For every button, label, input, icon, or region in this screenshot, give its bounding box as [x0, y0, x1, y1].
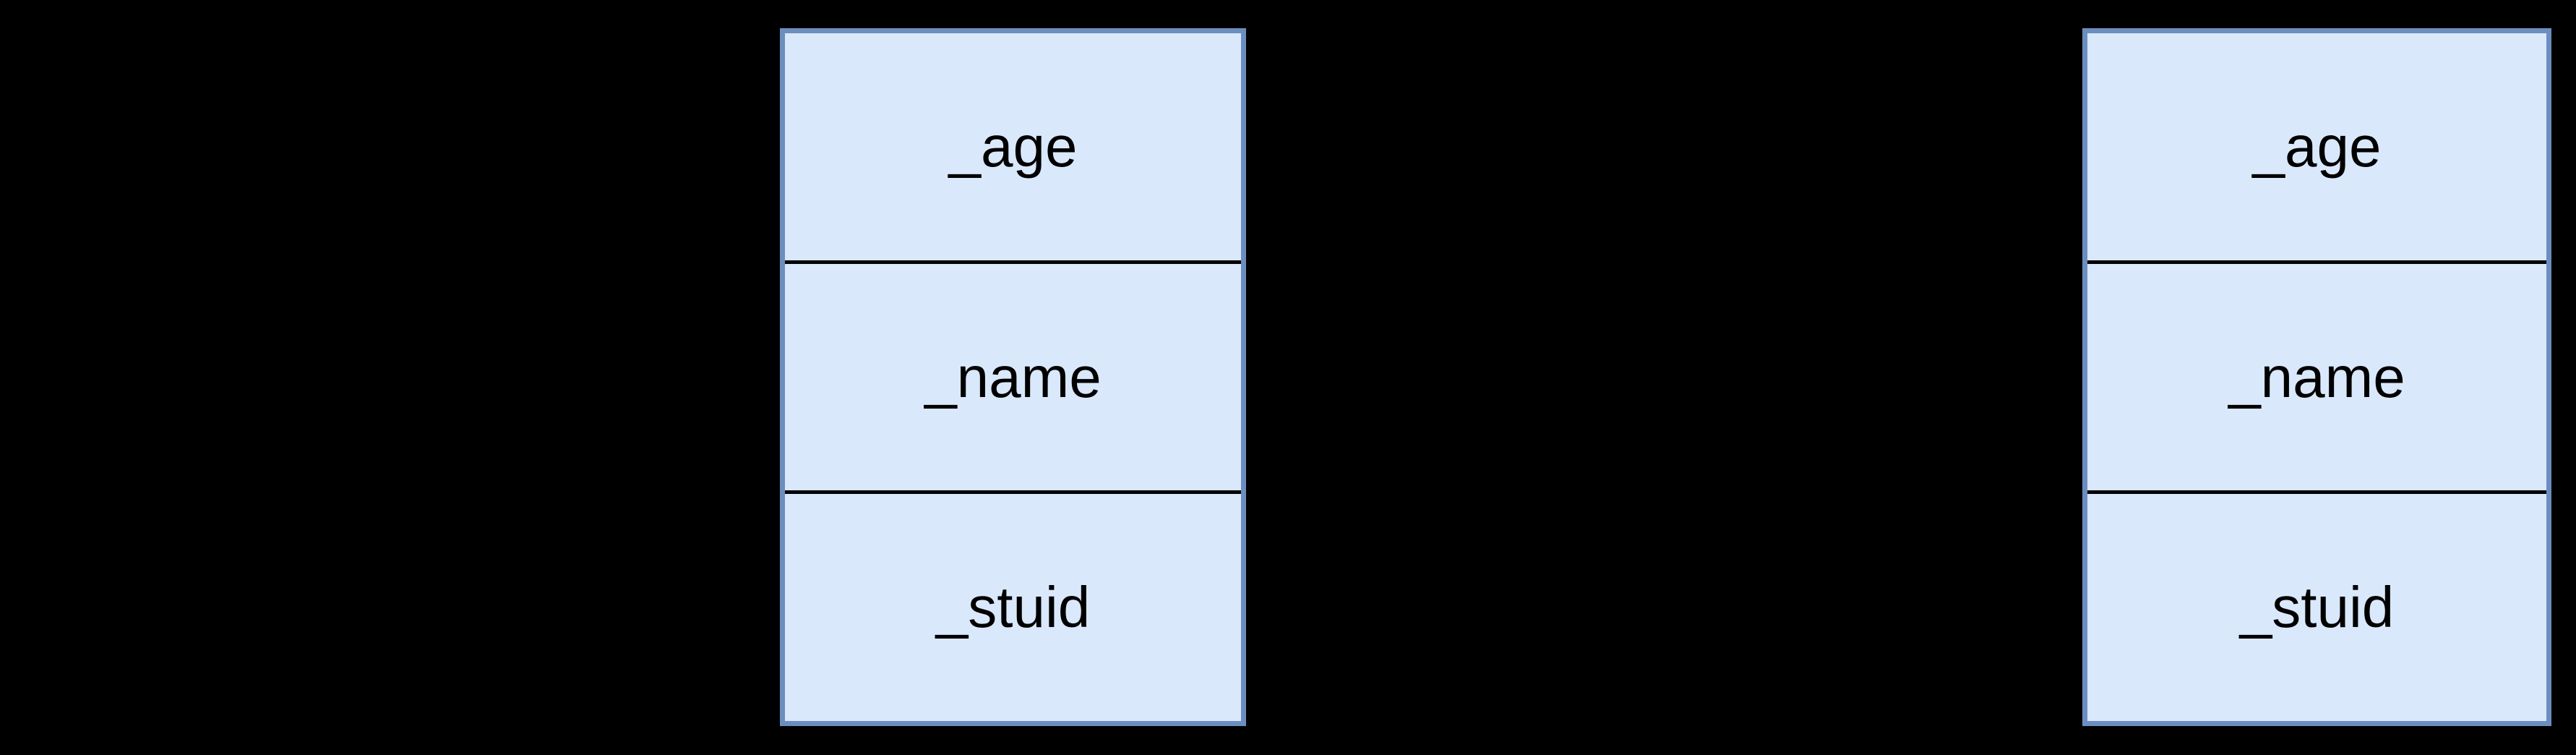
object-box-1: _age _name _stuid: [780, 28, 1246, 726]
member-label-stuid: _stuid: [935, 575, 1091, 640]
member-label-name: _name: [2228, 344, 2405, 409]
member-cell-stuid: _stuid: [785, 490, 1241, 721]
member-cell-age: _age: [2087, 33, 2546, 260]
member-label-stuid: _stuid: [2239, 575, 2395, 640]
member-cell-stuid: _stuid: [2087, 490, 2546, 721]
member-cell-age: _age: [785, 33, 1241, 260]
member-label-name: _name: [924, 344, 1102, 409]
member-cell-name: _name: [785, 260, 1241, 491]
member-label-age: _age: [2252, 114, 2382, 179]
object-box-2: _age _name _stuid: [2082, 28, 2551, 726]
member-label-age: _age: [948, 114, 1078, 179]
member-cell-name: _name: [2087, 260, 2546, 491]
